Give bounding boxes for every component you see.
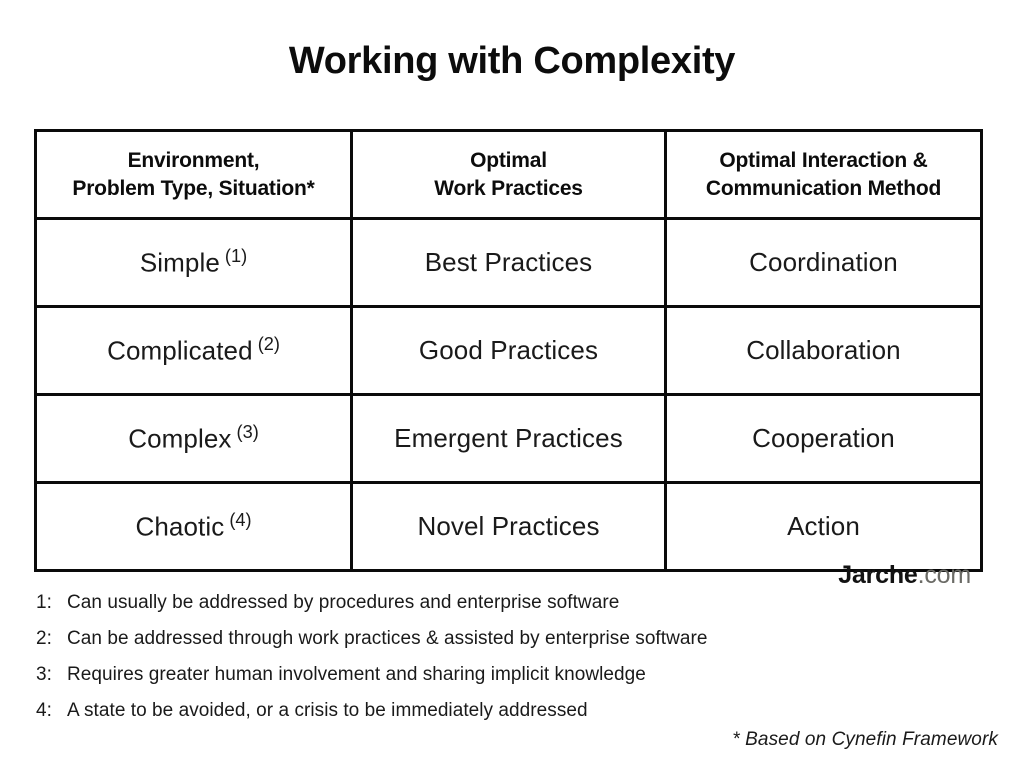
cell-work-practices: Novel Practices [350, 481, 667, 572]
table-header-row: Environment, Problem Type, Situation* Op… [34, 129, 983, 220]
footnote-text: Can be addressed through work practices … [67, 628, 708, 649]
list-item: 3: Requires greater human involvement an… [36, 665, 936, 684]
footnote-marker: (1) [224, 246, 248, 267]
cell-work-practices: Good Practices [350, 305, 667, 396]
table-row: Simple(1) Best Practices Coordination [34, 217, 983, 308]
page-title: Working with Complexity [288, 40, 736, 82]
table-row: Complicated(2) Good Practices Collaborat… [34, 305, 983, 396]
brand-tld: .com [917, 561, 972, 589]
header-line-1: Environment, [127, 148, 260, 172]
table-row: Complex(3) Emergent Practices Cooperatio… [34, 393, 983, 484]
list-item: 1: Can usually be addressed by procedure… [36, 593, 936, 612]
footnote-text: Requires greater human involvement and s… [67, 664, 646, 685]
header-line-2: Communication Method [705, 176, 942, 200]
cell-interaction-method: Collaboration [664, 305, 983, 396]
header-line-1: Optimal [470, 148, 547, 172]
cell-environment: Chaotic(4) [34, 481, 353, 572]
cell-work-practices: Emergent Practices [350, 393, 667, 484]
header-cell-interaction-method: Optimal Interaction & Communication Meth… [664, 129, 983, 220]
footnote-number: 2: [36, 628, 52, 649]
brand-logo: Jarche.com [838, 561, 971, 590]
table-row: Chaotic(4) Novel Practices Action [34, 481, 983, 572]
footnote-marker: (4) [229, 510, 252, 531]
environment-label: Complex [128, 423, 232, 454]
brand-name: Jarche [838, 561, 918, 589]
list-item: 2: Can be addressed through work practic… [36, 629, 936, 648]
cell-environment: Complex(3) [34, 393, 353, 484]
environment-label: Simple [139, 247, 220, 278]
list-item: 4: A state to be avoided, or a crisis to… [36, 701, 936, 720]
cell-work-practices: Best Practices [350, 217, 667, 308]
footnote-text: A state to be avoided, or a crisis to be… [67, 700, 588, 721]
cell-interaction-method: Coordination [664, 217, 983, 308]
header-line-2: Problem Type, Situation* [72, 176, 315, 200]
cell-interaction-method: Cooperation [664, 393, 983, 484]
footnote-marker: (2) [257, 334, 280, 355]
environment-label: Complicated [107, 335, 253, 366]
footnote-number: 1: [36, 592, 52, 613]
environment-label: Chaotic [135, 511, 225, 542]
complexity-matrix-table: Environment, Problem Type, Situation* Op… [34, 129, 983, 572]
footnote-list: 1: Can usually be addressed by procedure… [36, 593, 936, 737]
footnote-number: 4: [36, 700, 52, 721]
cell-environment: Simple(1) [34, 217, 353, 308]
footnote-marker: (3) [236, 422, 259, 443]
header-line-2: Work Practices [434, 176, 583, 200]
cell-environment: Complicated(2) [34, 305, 353, 396]
header-cell-work-practices: Optimal Work Practices [350, 129, 667, 220]
header-cell-environment: Environment, Problem Type, Situation* [34, 129, 353, 220]
header-line-1: Optimal Interaction & [719, 148, 928, 172]
cell-interaction-method: Action [664, 481, 983, 572]
footnote-number: 3: [36, 664, 52, 685]
source-attribution: * Based on Cynefin Framework [732, 729, 998, 750]
footnote-text: Can usually be addressed by procedures a… [67, 592, 620, 613]
